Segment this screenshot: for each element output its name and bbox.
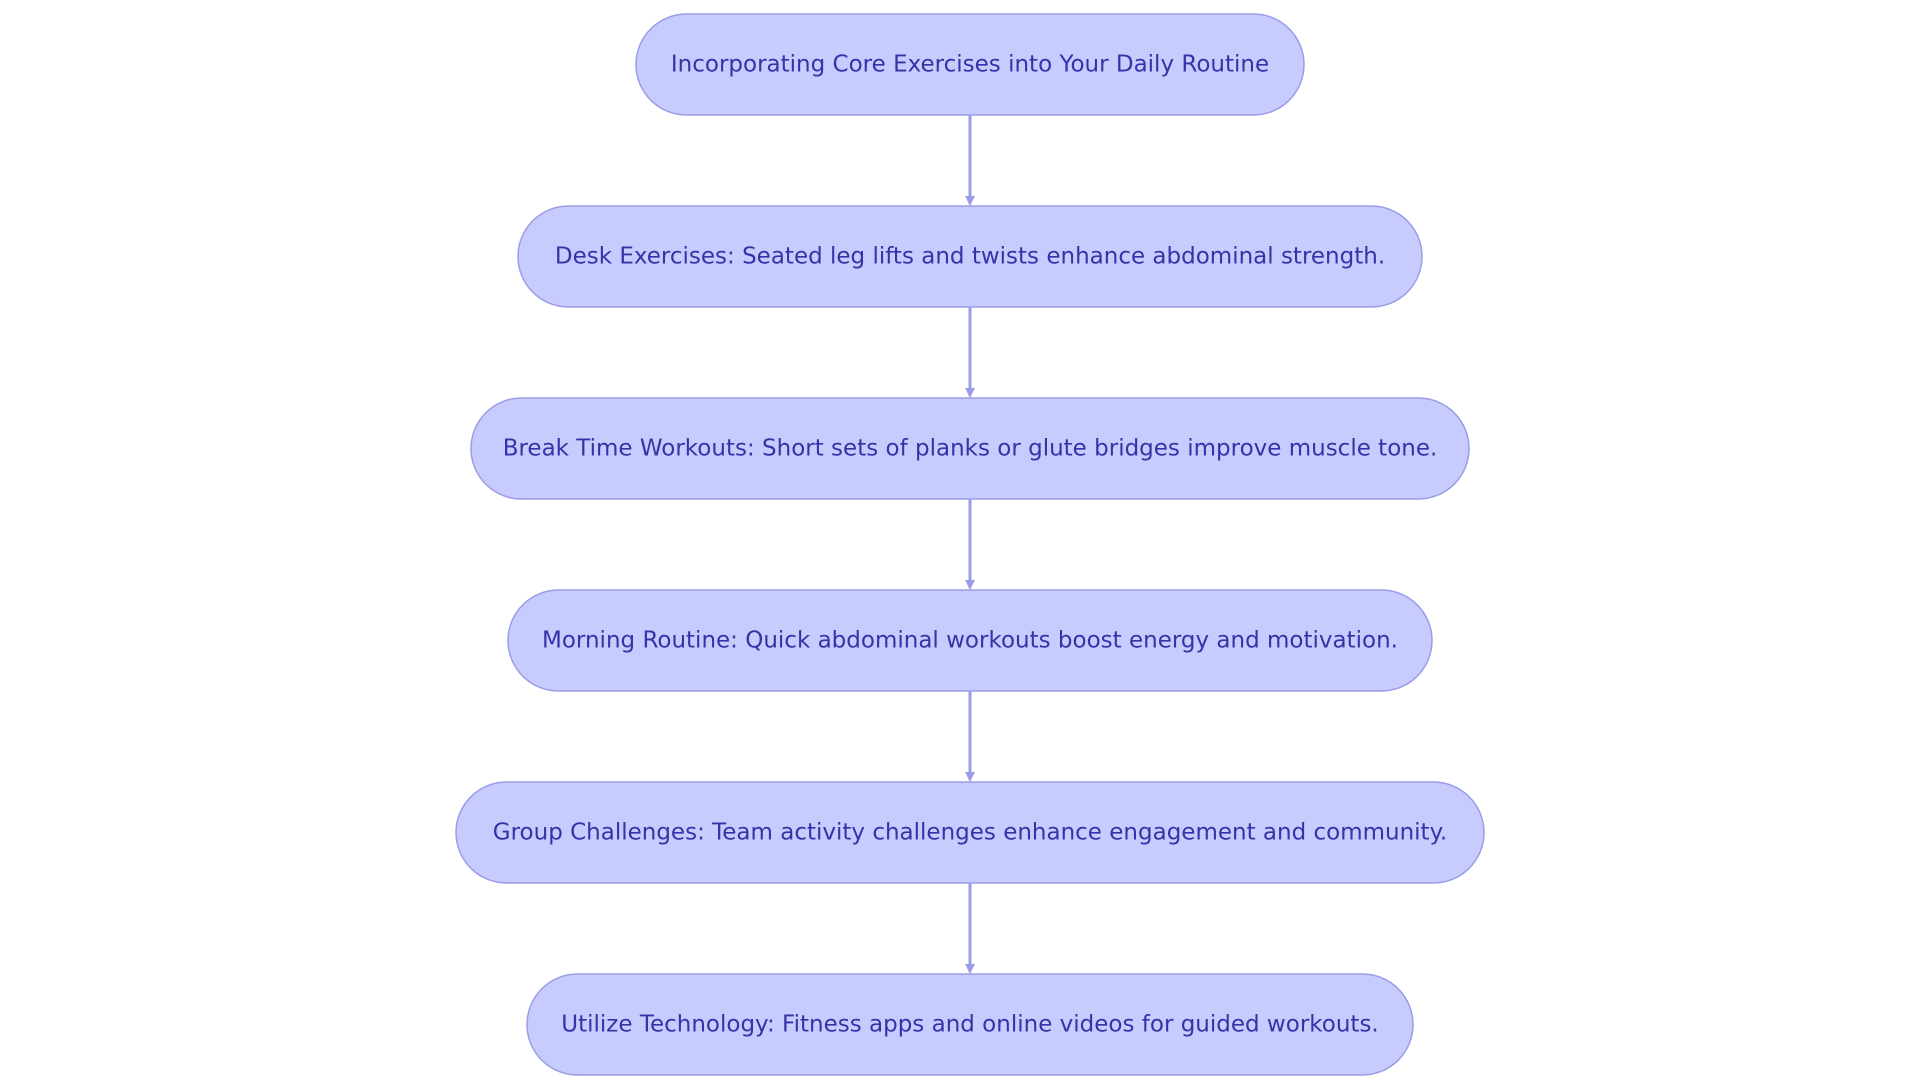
flow-node-tech: Utilize Technology: Fitness apps and onl… (526, 973, 1414, 1076)
flow-node-box (455, 781, 1485, 884)
flow-node-root: Incorporating Core Exercises into Your D… (635, 13, 1305, 116)
flow-node-box (507, 589, 1433, 692)
flow-node-box (470, 397, 1470, 500)
flow-node-label: Morning Routine: Quick abdominal workout… (542, 628, 1398, 654)
flow-node-label: Group Challenges: Team activity challeng… (493, 820, 1447, 846)
flow-node-box (517, 205, 1423, 308)
flow-node-label: Incorporating Core Exercises into Your D… (671, 52, 1269, 78)
flow-node-break: Break Time Workouts: Short sets of plank… (470, 397, 1470, 500)
flow-node-label: Desk Exercises: Seated leg lifts and twi… (555, 244, 1385, 270)
flow-node-morning: Morning Routine: Quick abdominal workout… (507, 589, 1433, 692)
flow-node-label: Break Time Workouts: Short sets of plank… (503, 436, 1438, 462)
flow-node-label: Utilize Technology: Fitness apps and onl… (561, 1012, 1378, 1038)
flow-node-box (526, 973, 1414, 1076)
flow-node-group: Group Challenges: Team activity challeng… (455, 781, 1485, 884)
flow-node-box (635, 13, 1305, 116)
nodes-layer: Incorporating Core Exercises into Your D… (455, 13, 1485, 1076)
flow-node-desk: Desk Exercises: Seated leg lifts and twi… (517, 205, 1423, 308)
